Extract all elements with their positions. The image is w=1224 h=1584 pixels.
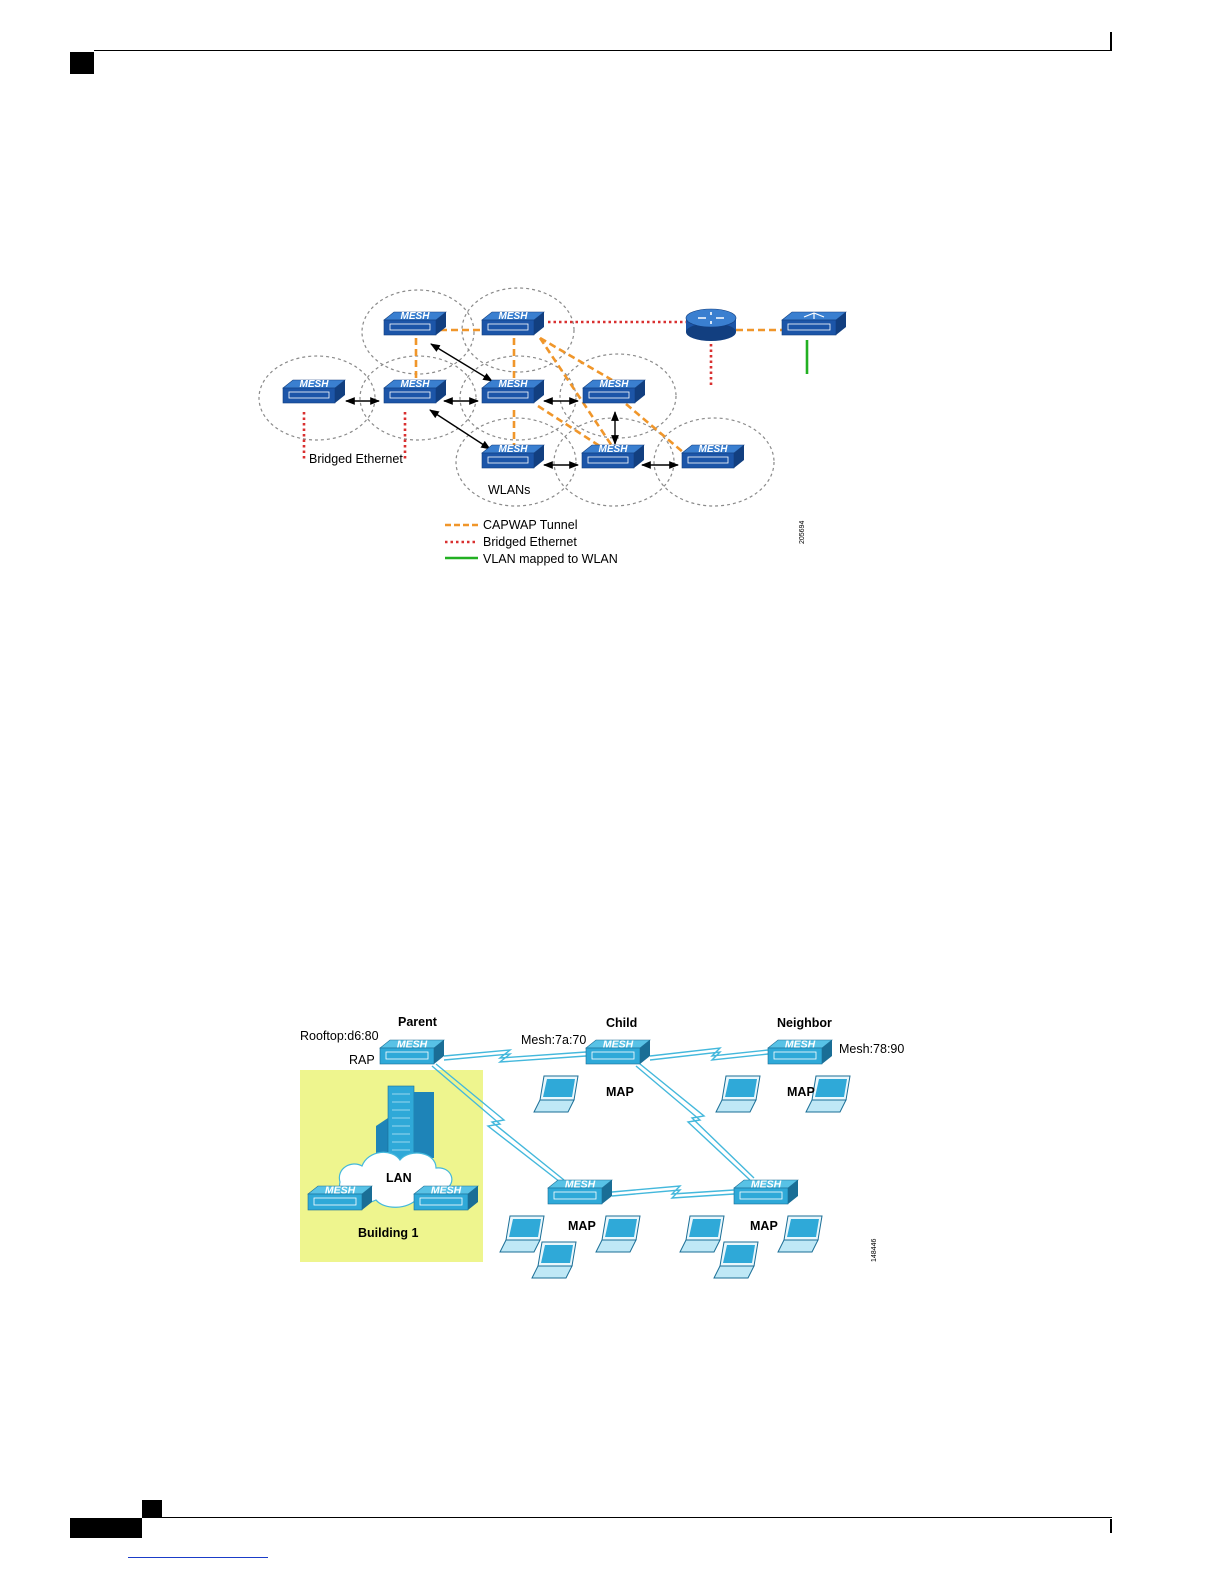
map-bottom-left-label: MAP (568, 1219, 596, 1233)
mesh-ap-label: MESH (565, 1179, 596, 1191)
wireless-link (612, 1186, 734, 1198)
figure-id: 205694 (799, 521, 806, 544)
laptop-icon (716, 1076, 760, 1112)
mesh-ap-label: MESH (325, 1185, 356, 1197)
mesh-ap: MESH (583, 379, 645, 403)
rooftop-label: Rooftop:d6:80 (300, 1029, 379, 1043)
mesh-ap-child: MESH (586, 1039, 650, 1065)
laptop-icon (534, 1076, 578, 1112)
footer-link-underline[interactable] (128, 1557, 268, 1558)
mesh-link (430, 410, 490, 449)
building-label: Building 1 (358, 1226, 418, 1240)
mesh-ap-neighbor: MESH (768, 1039, 832, 1065)
mesh-ap-label: MESH (751, 1179, 782, 1191)
mesh-ap: MESH (482, 311, 544, 335)
mesh-ap-label: MESH (499, 444, 529, 455)
router-icon (686, 309, 736, 341)
mesh-ap-label: MESH (603, 1039, 634, 1051)
figure-id: 148446 (871, 1239, 878, 1262)
wireless-link (444, 1050, 586, 1062)
mesh-ap: MESH (682, 444, 744, 468)
mesh-network-diagram: MESH MESH MESH MESH MESH (0, 0, 1224, 620)
map-bottom-right-label: MAP (750, 1219, 778, 1233)
laptop-icon (714, 1242, 758, 1278)
footer-rule (162, 1517, 1112, 1518)
laptop-icon (596, 1216, 640, 1252)
map-neighbor-label: MAP (787, 1085, 815, 1099)
mesh-ap: MESH (283, 379, 345, 403)
neighbor-label: Neighbor (777, 1016, 832, 1030)
mesh-ap-label: MESH (499, 311, 529, 322)
wlans-label: WLANs (488, 483, 530, 497)
laptop-icon (778, 1216, 822, 1252)
rap-label: RAP (349, 1053, 375, 1067)
map-child-label: MAP (606, 1085, 634, 1099)
mesh-ap-label: MESH (401, 311, 431, 322)
mesh-ap-map-right: MESH (734, 1179, 798, 1205)
mesh-ap: MESH (582, 444, 644, 468)
mesh-ap: MESH (384, 311, 446, 335)
mesh-ap-label: MESH (431, 1185, 462, 1197)
footer-marker (70, 1518, 142, 1538)
legend-vlan-label: VLAN mapped to WLAN (483, 552, 618, 566)
legend-capwap-label: CAPWAP Tunnel (483, 518, 578, 532)
bridged-ethernet-label: Bridged Ethernet (309, 452, 403, 466)
wireless-link (650, 1048, 768, 1060)
mesh-ap-label: MESH (401, 379, 431, 390)
mesh-ap-building-right: MESH (414, 1185, 478, 1211)
parent-child-diagram: MESH MESH MESH MESH MESH (0, 1000, 1224, 1300)
mesh-ap-building-left: MESH (308, 1185, 372, 1211)
legend-bridged-label: Bridged Ethernet (483, 535, 577, 549)
mesh-neighbor-label: Mesh:78:90 (839, 1042, 904, 1056)
mesh-child-label: Mesh:7a:70 (521, 1033, 586, 1047)
mesh-ap-label: MESH (300, 379, 330, 390)
mesh-ap-label: MESH (499, 379, 529, 390)
mesh-ap-label: MESH (785, 1039, 816, 1051)
wlan-controller-icon (782, 312, 846, 335)
child-label: Child (606, 1016, 637, 1030)
footer-notch (142, 1500, 162, 1518)
laptop-icon (680, 1216, 724, 1252)
mesh-ap: MESH (482, 379, 544, 403)
capwap-tunnel (540, 338, 612, 380)
lan-label: LAN (386, 1171, 412, 1185)
laptop-icon (532, 1242, 576, 1278)
footer-tick (1110, 1519, 1112, 1533)
mesh-ap-label: MESH (599, 444, 629, 455)
parent-label: Parent (398, 1015, 438, 1029)
legend: CAPWAP Tunnel Bridged Ethernet VLAN mapp… (445, 518, 618, 566)
mesh-ap: MESH (482, 444, 544, 468)
mesh-ap-label: MESH (699, 444, 729, 455)
mesh-ap-rap: MESH (380, 1039, 444, 1065)
mesh-ap-map-left: MESH (548, 1179, 612, 1205)
mesh-ap: MESH (384, 379, 446, 403)
mesh-ap-label: MESH (397, 1039, 428, 1051)
laptop-icon (500, 1216, 544, 1252)
mesh-ap-label: MESH (600, 379, 630, 390)
